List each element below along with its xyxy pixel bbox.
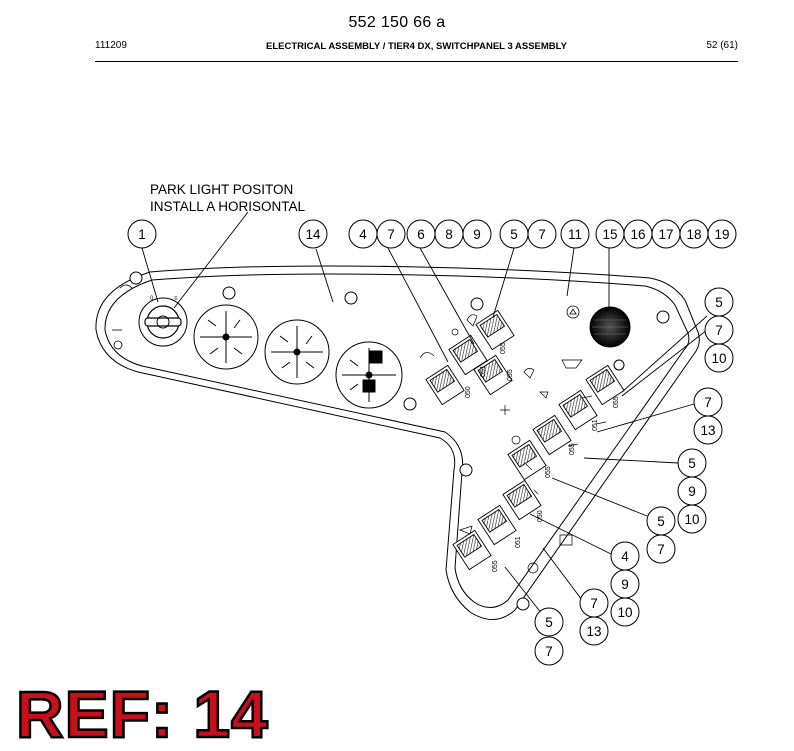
- svg-text:5: 5: [688, 456, 696, 471]
- svg-text:4: 4: [359, 227, 367, 242]
- page-number: 52 (61): [706, 40, 738, 51]
- note-line-1: PARK LIGHT POSITON: [150, 182, 294, 197]
- svg-text:14: 14: [305, 227, 321, 242]
- callout-5: 5: [677, 448, 707, 478]
- park-light-note: PARK LIGHT POSITON INSTALL A HORISONTAL: [150, 181, 305, 215]
- panel-outline: [95, 265, 700, 620]
- callout-13: 13: [579, 616, 609, 646]
- svg-text:5: 5: [545, 615, 553, 630]
- svg-text:13: 13: [586, 624, 601, 639]
- svg-text:7: 7: [545, 644, 553, 659]
- callout-16: 16: [623, 219, 653, 249]
- callout-7: 7: [534, 636, 564, 666]
- svg-text:7: 7: [657, 542, 665, 557]
- callout-8: 8: [434, 219, 464, 249]
- callout-1: 1: [127, 219, 157, 249]
- svg-text:≡: ≡: [174, 296, 178, 302]
- callout-bubbles: 1 14 4 7 6 8 9 5 7 11 15 16 17 18 19 5 7…: [127, 219, 737, 666]
- callout-14: 14: [298, 219, 328, 249]
- svg-text:7: 7: [387, 227, 395, 242]
- callout-7: 7: [527, 219, 557, 249]
- callout-19: 19: [707, 219, 737, 249]
- callout-6: 6: [406, 219, 436, 249]
- header-divider: [95, 61, 738, 62]
- switch-code-labels: 055 050 055 051 055 055 051 055 050 051 …: [465, 342, 620, 572]
- callout-9: 9: [462, 219, 492, 249]
- switch-label: 055: [492, 560, 499, 572]
- svg-text:15: 15: [602, 227, 617, 242]
- svg-text:4: 4: [621, 549, 629, 564]
- switch-label: 050: [537, 510, 544, 522]
- callout-5: 5: [534, 607, 564, 637]
- svg-text:9: 9: [688, 484, 696, 499]
- svg-text:7: 7: [715, 323, 723, 338]
- callout-10: 10: [610, 597, 640, 627]
- svg-text:18: 18: [686, 227, 701, 242]
- svg-text:1: 1: [138, 227, 146, 242]
- page-title: ELECTRICAL ASSEMBLY / TIER4 DX, SWITCHPA…: [266, 41, 567, 52]
- svg-text:0: 0: [150, 296, 154, 302]
- switch-label: 055: [500, 342, 507, 354]
- callout-5: 5: [646, 506, 676, 536]
- svg-text:7: 7: [704, 395, 712, 410]
- note-line-2: INSTALL A HORISONTAL: [150, 199, 306, 214]
- svg-text:13: 13: [700, 423, 715, 438]
- callout-7: 7: [646, 534, 676, 564]
- svg-text:10: 10: [684, 512, 699, 527]
- panel-symbols: [419, 314, 607, 574]
- svg-text:8: 8: [445, 227, 453, 242]
- svg-text:7: 7: [590, 596, 598, 611]
- light-rotary-switch: 0 ≡: [112, 284, 188, 350]
- switch-label: 051: [592, 419, 599, 431]
- svg-text:10: 10: [617, 605, 632, 620]
- switch-label: 050: [465, 386, 472, 398]
- reference-label: REF: 14: [15, 677, 269, 751]
- page-header: 111209 ELECTRICAL ASSEMBLY / TIER4 DX, S…: [95, 40, 738, 56]
- callout-7: 7: [693, 387, 723, 417]
- callout-10: 10: [677, 504, 707, 534]
- svg-text:16: 16: [630, 227, 645, 242]
- callout-9: 9: [677, 476, 707, 506]
- date-code: 111209: [95, 40, 127, 51]
- switch-label: 051: [480, 365, 487, 377]
- callout-15: 15: [595, 219, 625, 249]
- document-number: 552 150 66 a: [348, 14, 446, 31]
- callout-10: 10: [704, 343, 734, 373]
- callout-5: 5: [499, 219, 529, 249]
- callout-9: 9: [610, 569, 640, 599]
- indicator-plates: [193, 304, 403, 409]
- callout-7: 7: [579, 588, 609, 618]
- svg-text:9: 9: [621, 577, 629, 592]
- switch-label: 055: [545, 466, 552, 478]
- switch-label: 055: [613, 396, 620, 408]
- callout-11: 11: [560, 219, 590, 249]
- switch-label: 051: [515, 536, 522, 548]
- callout-18: 18: [679, 219, 709, 249]
- svg-text:9: 9: [473, 227, 481, 242]
- svg-text:11: 11: [568, 227, 582, 242]
- callout-4: 4: [610, 541, 640, 571]
- mounting-holes: [129, 271, 670, 611]
- joystick-knob: [589, 306, 631, 348]
- svg-text:5: 5: [510, 227, 518, 242]
- switch-label: 055: [569, 443, 576, 455]
- switch-label: 055: [507, 369, 514, 381]
- svg-text:10: 10: [711, 351, 726, 366]
- callout-5: 5: [704, 287, 734, 317]
- svg-text:7: 7: [538, 227, 546, 242]
- callout-13: 13: [693, 415, 723, 445]
- svg-text:5: 5: [657, 514, 665, 529]
- callout-17: 17: [651, 219, 681, 249]
- callout-7: 7: [376, 219, 406, 249]
- svg-text:5: 5: [715, 295, 723, 310]
- svg-text:17: 17: [658, 227, 673, 242]
- callout-4: 4: [348, 219, 378, 249]
- svg-text:6: 6: [417, 227, 425, 242]
- leader-lines: [141, 211, 708, 615]
- rocker-switches: [425, 309, 625, 571]
- svg-text:19: 19: [714, 227, 729, 242]
- callout-7: 7: [704, 315, 734, 345]
- warning-icon: [566, 305, 580, 319]
